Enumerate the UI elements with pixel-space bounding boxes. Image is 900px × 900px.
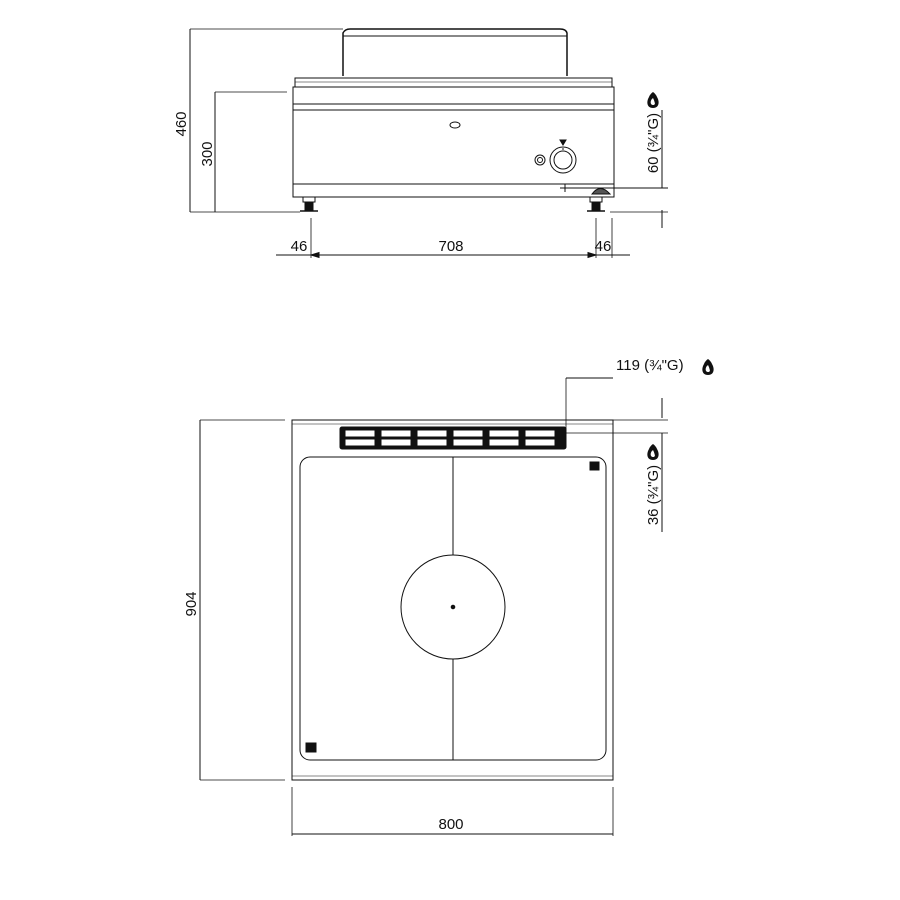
dim-foot-offset-left: 46	[291, 238, 308, 255]
front-view	[189, 28, 668, 259]
dim-foot-span: 708	[438, 238, 463, 255]
dim-depth: 904	[183, 591, 200, 616]
gas-flame-icon	[647, 92, 659, 108]
vent-grille	[339, 426, 567, 450]
dim-foot-offset-right: 46	[595, 238, 612, 255]
left-foot	[300, 196, 318, 212]
control-knob	[534, 139, 577, 174]
right-foot	[587, 196, 605, 212]
dim-gas-offset-top: 119 (¾"G)	[616, 357, 684, 374]
dim-height-top: 300	[199, 141, 216, 166]
corner-mark-left	[305, 742, 317, 753]
front-gas-connector	[560, 184, 668, 195]
corner-mark-right	[589, 461, 600, 471]
indicator-light	[449, 121, 461, 129]
dim-gas-offset-side: 36 (¾"G)	[645, 465, 662, 525]
gas-flame-icon	[702, 359, 714, 375]
dim-height-total: 460	[173, 111, 190, 136]
front-base	[292, 183, 615, 198]
top-outline	[291, 419, 614, 781]
front-top-slab	[294, 77, 613, 88]
gas-flame-icon	[647, 444, 659, 460]
dim-width: 800	[438, 816, 463, 833]
front-lid	[342, 28, 568, 76]
dim-gas-height: 60 (¾"G)	[645, 113, 662, 173]
top-view	[199, 377, 668, 836]
burner-ring	[400, 554, 506, 660]
